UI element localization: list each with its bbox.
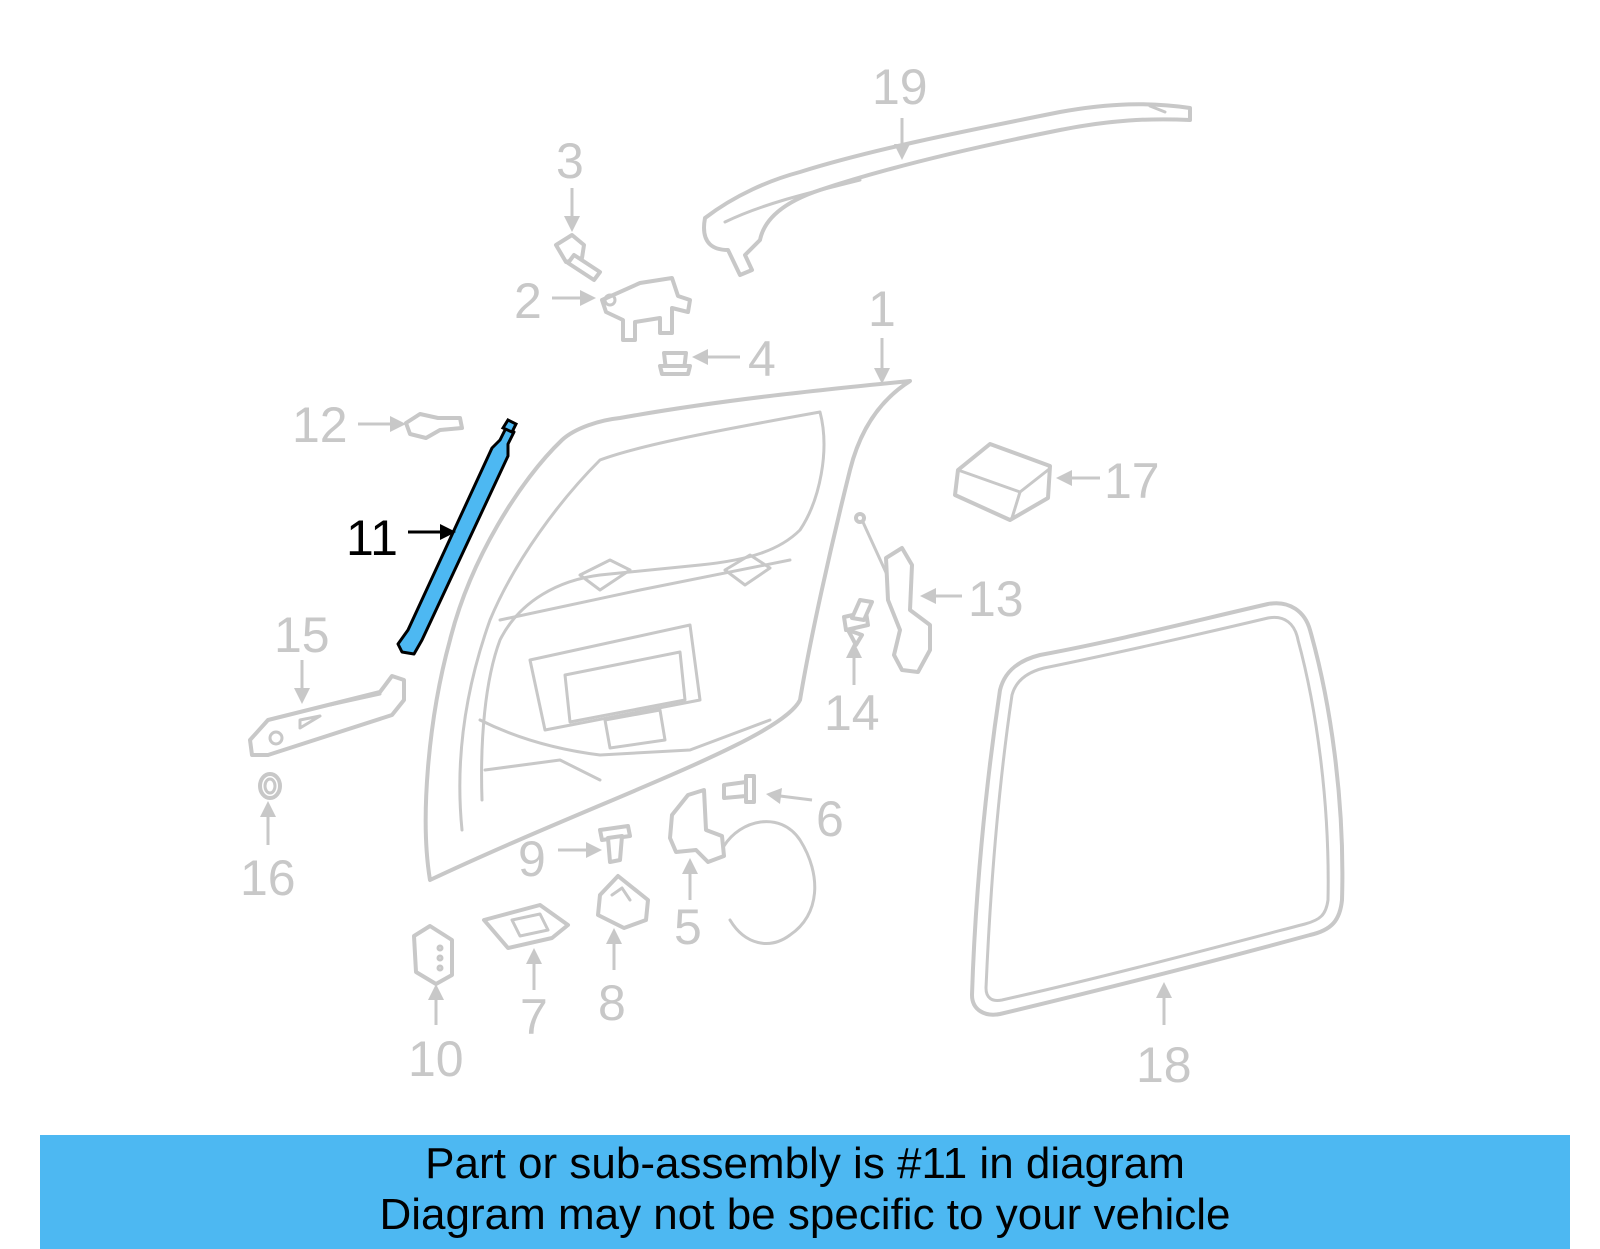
part-8-striker[interactable]	[596, 874, 650, 930]
callout-2: 2	[514, 273, 542, 329]
part-14-clip[interactable]	[842, 598, 874, 647]
leader-lines	[260, 118, 1172, 1025]
caption-line-1: Part or sub-assembly is #11 in diagram	[425, 1139, 1185, 1188]
callout-7: 7	[520, 989, 548, 1045]
part-7-plate[interactable]	[482, 903, 570, 950]
callout-5: 5	[674, 899, 702, 955]
callout-12: 12	[292, 397, 348, 453]
callout-14: 14	[824, 685, 880, 741]
callout-10: 10	[408, 1031, 464, 1087]
part-12-stud[interactable]	[404, 412, 464, 440]
callout-16: 16	[240, 850, 296, 906]
callout-15: 15	[274, 607, 330, 663]
callout-11: 11	[346, 510, 398, 566]
callout-18: 18	[1136, 1037, 1192, 1093]
callout-6: 6	[816, 791, 844, 847]
part-2-hinge[interactable]	[600, 276, 692, 342]
part-9-clip[interactable]	[598, 824, 632, 864]
part-18-weatherstrip[interactable]	[970, 601, 1345, 1017]
callout-1: 1	[868, 281, 896, 337]
part-16-grommet[interactable]	[258, 772, 282, 800]
part-15-bracket[interactable]	[248, 674, 406, 757]
part-13-latch[interactable]	[854, 512, 932, 674]
part-11-strut[interactable]	[396, 418, 519, 656]
callout-9: 9	[518, 831, 546, 887]
caption-line-2: Diagram may not be specific to your vehi…	[379, 1190, 1231, 1239]
caption-banner: Part or sub-assembly is #11 in diagram D…	[40, 1135, 1570, 1249]
part-5-actuator[interactable]	[668, 788, 817, 945]
part-6-screw[interactable]	[722, 774, 756, 804]
callout-13: 13	[968, 571, 1024, 627]
part-19-rail[interactable]	[702, 102, 1192, 277]
part-1-liftgate[interactable]	[423, 379, 912, 882]
part-3-bolt[interactable]	[554, 233, 602, 282]
part-17-module[interactable]	[953, 442, 1052, 522]
callout-3: 3	[556, 133, 584, 189]
callout-4: 4	[748, 331, 776, 387]
callout-19: 19	[872, 59, 928, 115]
part-10-switch[interactable]	[412, 924, 454, 986]
callout-17: 17	[1104, 453, 1160, 509]
callout-8: 8	[598, 975, 626, 1031]
part-4-clip[interactable]	[658, 351, 692, 376]
